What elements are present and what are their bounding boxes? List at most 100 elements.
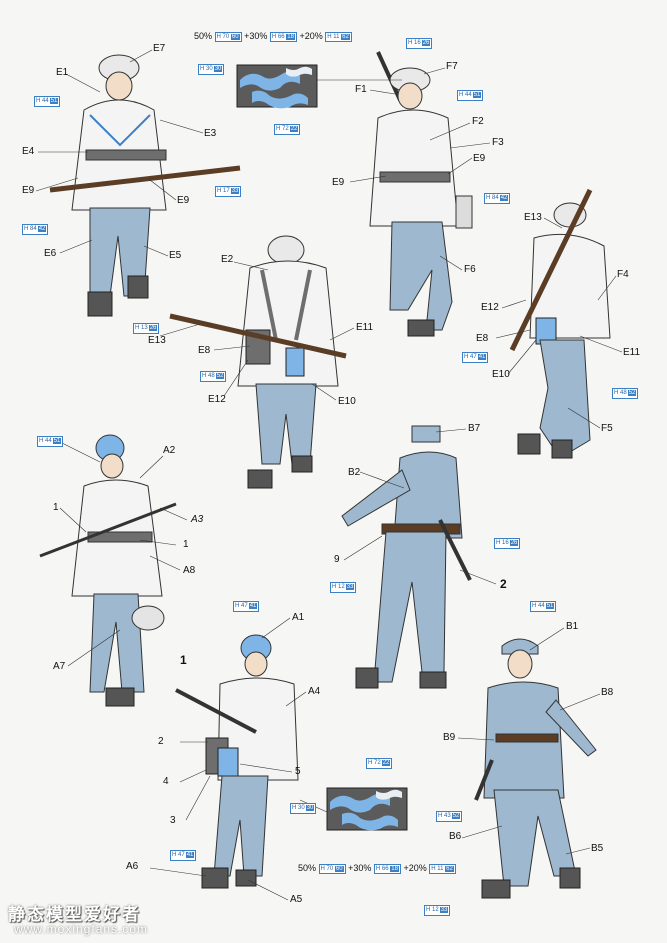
callout-e9: E9 — [22, 185, 35, 196]
callout-part-1: 1 — [183, 539, 189, 550]
mix-percent-2: +30% — [348, 863, 372, 873]
callout-e7: E7 — [153, 43, 166, 54]
callout-part-1: 1 — [53, 502, 59, 513]
callout-part-9: 9 — [334, 554, 340, 565]
paint-mix-top: 50% H 70 60 +30% H 66 18 +20% H 11 62 — [194, 31, 352, 42]
callout-e10: E10 — [492, 369, 510, 380]
callout-b8: B8 — [601, 687, 614, 698]
callout-b6: B6 — [449, 831, 462, 842]
callout-e6: E6 — [44, 248, 57, 259]
mix-percent-3: +20% — [299, 31, 323, 41]
callout-a8: A8 — [183, 565, 196, 576]
watermark-url: www.moxingfans.com — [14, 922, 149, 936]
mix-code-2: H 66 18 — [269, 32, 297, 42]
callout-e13: E13 — [524, 212, 542, 223]
figure-e-soldier — [49, 54, 241, 317]
callout-f2: F2 — [472, 116, 484, 127]
mix-code-2: H 66 18 — [373, 864, 401, 874]
callout-b5: B5 — [591, 843, 604, 854]
callout-part-3: 3 — [170, 815, 176, 826]
callout-e12: E12 — [481, 302, 499, 313]
figure-b-back-soldier — [341, 425, 472, 689]
callout-b2: B2 — [348, 467, 361, 478]
mix-code-1: H 70 60 — [318, 864, 346, 874]
callout-e9: E9 — [473, 153, 486, 164]
callout-part-2: 2 — [158, 736, 164, 747]
callout-a6: A6 — [126, 861, 139, 872]
callout-part-5: 5 — [295, 766, 301, 777]
callout-e10: E10 — [338, 396, 356, 407]
camo-swatch-top — [236, 64, 318, 109]
callout-e12: E12 — [208, 394, 226, 405]
figure-a-soldier — [39, 434, 177, 707]
callout-a2: A2 — [163, 445, 176, 456]
callout-e3: E3 — [204, 128, 217, 139]
callout-part-1: 1 — [180, 653, 187, 667]
figure-e-back-soldier — [169, 235, 347, 489]
leader-lines — [35, 49, 623, 901]
mix-percent-1: 50% — [194, 31, 213, 41]
callout-e9: E9 — [332, 177, 345, 188]
callout-f1: F1 — [355, 84, 367, 95]
mix-percent-1: 50% — [298, 863, 317, 873]
mix-percent-2: +30% — [244, 31, 268, 41]
callout-a7: A7 — [53, 661, 66, 672]
callout-f4: F4 — [617, 269, 629, 280]
mix-percent-3: +20% — [403, 863, 427, 873]
callout-e8: E8 — [476, 333, 489, 344]
callout-part-2: 2 — [500, 577, 507, 591]
callout-a5: A5 — [290, 894, 303, 905]
callout-e13: E13 — [148, 335, 166, 346]
callout-f7: F7 — [446, 61, 458, 72]
figure-e13-soldier — [509, 188, 611, 459]
callout-part-4: 4 — [163, 776, 169, 787]
paint-mix-bottom: 50% H 70 60 +30% H 66 18 +20% H 11 62 — [298, 863, 456, 874]
callout-e11: E11 — [356, 322, 374, 333]
mix-code-3: H 11 62 — [429, 864, 456, 874]
callout-e9: E9 — [177, 195, 190, 206]
callout-b1: B1 — [566, 621, 579, 632]
watermark-logo: 静态模型爱好者 — [8, 905, 141, 924]
figure-a-front-soldier — [175, 634, 299, 889]
callout-e1: E1 — [56, 67, 69, 78]
callout-e2: E2 — [221, 254, 234, 265]
mix-code-1: H 70 60 — [214, 32, 242, 42]
camo-swatch-bottom — [326, 787, 408, 831]
mix-code-3: H 11 62 — [325, 32, 352, 42]
figure-b-front-soldier — [474, 638, 597, 899]
callout-e11: E11 — [623, 347, 641, 358]
callout-e4: E4 — [22, 146, 35, 157]
callout-b7: B7 — [468, 423, 481, 434]
callout-f6: F6 — [464, 264, 476, 275]
callout-a3: A3 — [191, 514, 204, 525]
callout-f3: F3 — [492, 137, 504, 148]
callout-e5: E5 — [169, 250, 182, 261]
callout-a1: A1 — [292, 612, 305, 623]
callout-a4: A4 — [308, 686, 321, 697]
callout-b9: B9 — [443, 732, 456, 743]
callout-f5: F5 — [601, 423, 613, 434]
